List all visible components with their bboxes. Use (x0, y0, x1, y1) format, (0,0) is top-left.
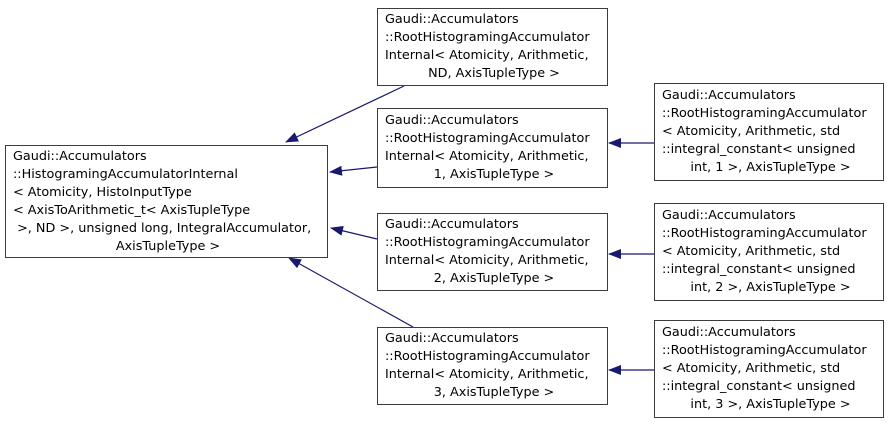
class-label-line: Gaudi::Accumulators (385, 113, 519, 128)
class-label-line: Internal< Atomicity, Arithmetic, (385, 253, 589, 268)
class-label-line: < Atomicity, Arithmetic, std (662, 244, 841, 259)
class-label-line: ND, AxisTupleType > (428, 66, 560, 81)
class-node-root-internal-nd[interactable]: Gaudi::Accumulators ::RootHistogramingAc… (377, 8, 608, 86)
class-label-line: ::integral_constant< unsigned (662, 379, 856, 394)
class-label-line: ::integral_constant< unsigned (662, 142, 856, 157)
class-label-line: int, 3 >, AxisTupleType > (690, 397, 851, 412)
class-label-line: Gaudi::Accumulators (662, 208, 796, 223)
class-label-line: Gaudi::Accumulators (385, 217, 519, 232)
class-node-root-accumulator-2[interactable]: Gaudi::Accumulators ::RootHistogramingAc… (654, 203, 884, 301)
class-node-root-internal-3[interactable]: Gaudi::Accumulators ::RootHistogramingAc… (377, 327, 608, 405)
class-node-root-internal-2[interactable]: Gaudi::Accumulators ::RootHistogramingAc… (377, 213, 608, 291)
class-label-line: Internal< Atomicity, Arithmetic, (385, 48, 589, 63)
class-label-line: >, ND >, unsigned long, IntegralAccumula… (13, 220, 312, 236)
class-label-line: Gaudi::Accumulators (13, 148, 147, 164)
class-label-line: ::RootHistogramingAccumulator (385, 235, 590, 250)
class-label-line: Gaudi::Accumulators (385, 12, 519, 27)
class-node-histograming-accumulator-internal-base[interactable]: Gaudi::Accumulators ::HistogramingAccumu… (5, 145, 328, 258)
class-label-line: ::RootHistogramingAccumulator (662, 343, 867, 358)
class-label-line: Gaudi::Accumulators (385, 331, 519, 346)
inheritance-arrow-internal-1-to-base (329, 165, 378, 176)
class-label-line: ::RootHistogramingAccumulator (385, 349, 590, 364)
class-label-line: 3, AxisTupleType > (433, 385, 555, 400)
class-label-line: ::RootHistogramingAccumulator (662, 226, 867, 241)
class-label-line: Gaudi::Accumulators (662, 88, 796, 103)
class-node-root-accumulator-3[interactable]: Gaudi::Accumulators ::RootHistogramingAc… (654, 320, 884, 418)
inheritance-arrow-internal-2-to-base (330, 225, 378, 240)
class-label-line: ::integral_constant< unsigned (662, 262, 856, 277)
class-label-line: Internal< Atomicity, Arithmetic, (385, 367, 589, 382)
class-label-line: ::RootHistogramingAccumulator (385, 30, 590, 45)
class-label-line: < AxisToArithmetic_t< AxisTupleType (13, 202, 251, 218)
class-label-line: ::RootHistogramingAccumulator (385, 131, 590, 146)
class-label-line: Gaudi::Accumulators (662, 325, 796, 340)
class-label-line: Internal< Atomicity, Arithmetic, (385, 149, 589, 164)
class-label-line: 1, AxisTupleType > (433, 167, 555, 182)
class-label-line: < Atomicity, Arithmetic, std (662, 361, 841, 376)
class-label-line: < Atomicity, Arithmetic, std (662, 124, 841, 139)
class-label-line: ::RootHistogramingAccumulator (662, 106, 867, 121)
class-label-line: AxisTupleType > (115, 238, 221, 254)
class-label-line: < Atomicity, HistoInputType (13, 184, 192, 200)
class-label-line: int, 1 >, AxisTupleType > (690, 160, 851, 175)
class-node-root-accumulator-1[interactable]: Gaudi::Accumulators ::RootHistogramingAc… (654, 83, 884, 181)
class-label-line: 2, AxisTupleType > (433, 271, 555, 286)
class-label-line: ::HistogramingAccumulatorInternal (13, 166, 238, 182)
class-node-root-internal-1[interactable]: Gaudi::Accumulators ::RootHistogramingAc… (377, 108, 608, 188)
class-label-line: int, 2 >, AxisTupleType > (690, 280, 851, 295)
